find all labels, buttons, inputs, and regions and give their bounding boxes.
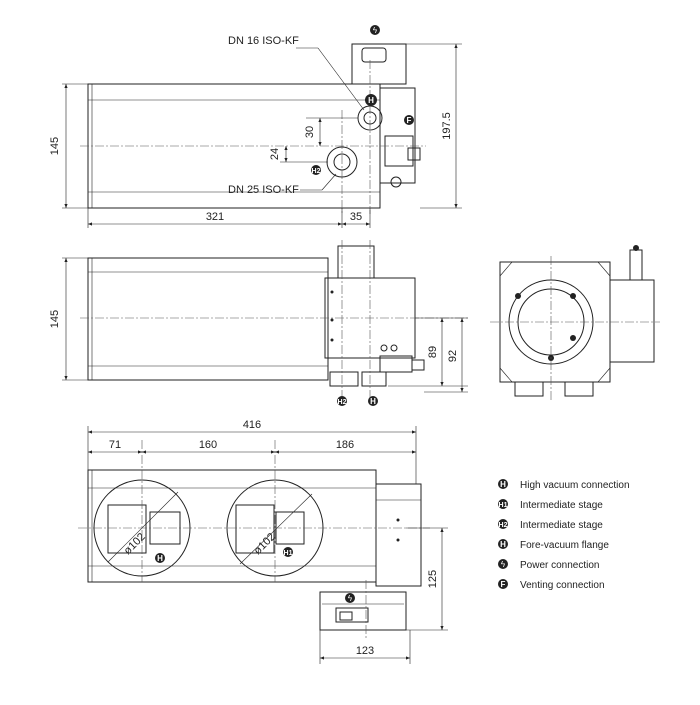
- legend-h2-icon: [498, 519, 508, 529]
- svg-text:H2: H2: [338, 399, 347, 406]
- h2-marker-side-icon: [337, 396, 347, 406]
- legend-label: Power connection: [520, 560, 600, 571]
- view-end: [490, 245, 660, 400]
- dim-top-flange: 35: [350, 211, 362, 223]
- h-marker-icon: [365, 94, 377, 106]
- svg-text:H: H: [157, 554, 163, 563]
- electronics-housing-plan: [375, 483, 422, 587]
- svg-text:ϟ: ϟ: [373, 26, 378, 35]
- h2-marker-icon: [311, 165, 321, 175]
- callout-dn25: DN 25 ISO-KF: [228, 184, 299, 196]
- svg-text:H2: H2: [499, 522, 508, 529]
- view-side: 145 89 92 H2 H: [49, 240, 470, 406]
- legend-h1-icon: [498, 499, 508, 509]
- dim-plan-160: 160: [199, 439, 217, 451]
- legend-item: H2 Intermediate stage: [498, 519, 603, 531]
- legend-label: Fore-vacuum flange: [520, 540, 609, 551]
- svg-text:ϟ: ϟ: [348, 594, 353, 603]
- view-plan: ø102 ø102 416 71 160 186 125: [78, 419, 448, 664]
- legend-fore-vacuum-icon: [498, 539, 508, 549]
- dim-top-overall-height: 197.5: [441, 112, 453, 140]
- dim-plan-71: 71: [109, 439, 121, 451]
- legend-item: H Fore-vacuum flange: [498, 539, 609, 551]
- electronics-housing-top: [379, 87, 416, 184]
- legend-label: Intermediate stage: [520, 500, 603, 511]
- view-top: 145 197.5 30 24 DN 16 ISO-KF DN 25 ISO-K…: [49, 25, 462, 228]
- pump-body-plan: [87, 469, 377, 583]
- h-marker-plan-icon: [155, 553, 165, 563]
- svg-text:H: H: [500, 540, 506, 549]
- dim-top-24: 24: [269, 148, 281, 160]
- dim-plan-125: 125: [427, 570, 439, 588]
- end-electronics: [609, 279, 655, 363]
- dim-side-92: 92: [447, 350, 459, 362]
- dim-top-30: 30: [304, 126, 316, 138]
- power-marker-plan-icon: [345, 593, 355, 603]
- power-connector-plan: [319, 591, 407, 631]
- svg-text:F: F: [407, 116, 412, 125]
- legend-power-icon: [498, 559, 508, 569]
- pump-body-side: [87, 257, 329, 381]
- svg-text:H: H: [500, 480, 506, 489]
- legend-venting-icon: [498, 579, 508, 589]
- legend-label: Intermediate stage: [520, 520, 603, 531]
- legend-item: ϟ Power connection: [498, 559, 600, 571]
- svg-text:H2: H2: [312, 168, 321, 175]
- legend-label: High vacuum connection: [520, 480, 630, 491]
- legend-item: H High vacuum connection: [498, 479, 630, 491]
- svg-text:H: H: [368, 96, 374, 105]
- dim-side-89: 89: [427, 346, 439, 358]
- legend-label: Venting connection: [520, 580, 605, 591]
- f-marker-icon: [404, 115, 414, 125]
- dim-side-height: 145: [49, 310, 61, 328]
- legend: H High vacuum connection H1 Intermediate…: [498, 479, 630, 591]
- dim-plan-123: 123: [356, 645, 374, 657]
- dim-plan-overall: 416: [243, 419, 261, 431]
- svg-text:H1: H1: [284, 550, 293, 557]
- dim-plan-186: 186: [336, 439, 354, 451]
- dim-top-height: 145: [49, 137, 61, 155]
- svg-text:H1: H1: [499, 502, 508, 509]
- h1-marker-plan-icon: [283, 547, 293, 557]
- power-connector-top: [351, 43, 407, 85]
- legend-item: F Venting connection: [498, 579, 605, 591]
- svg-text:H: H: [370, 397, 376, 406]
- dim-top-length: 321: [206, 211, 224, 223]
- h-marker-side-icon: [368, 396, 378, 406]
- svg-text:F: F: [501, 580, 506, 589]
- callout-dn16: DN 16 ISO-KF: [228, 35, 299, 47]
- power-marker-icon: [370, 25, 380, 35]
- legend-h-icon: [498, 479, 508, 489]
- legend-item: H1 Intermediate stage: [498, 499, 603, 511]
- svg-text:ϟ: ϟ: [501, 560, 506, 569]
